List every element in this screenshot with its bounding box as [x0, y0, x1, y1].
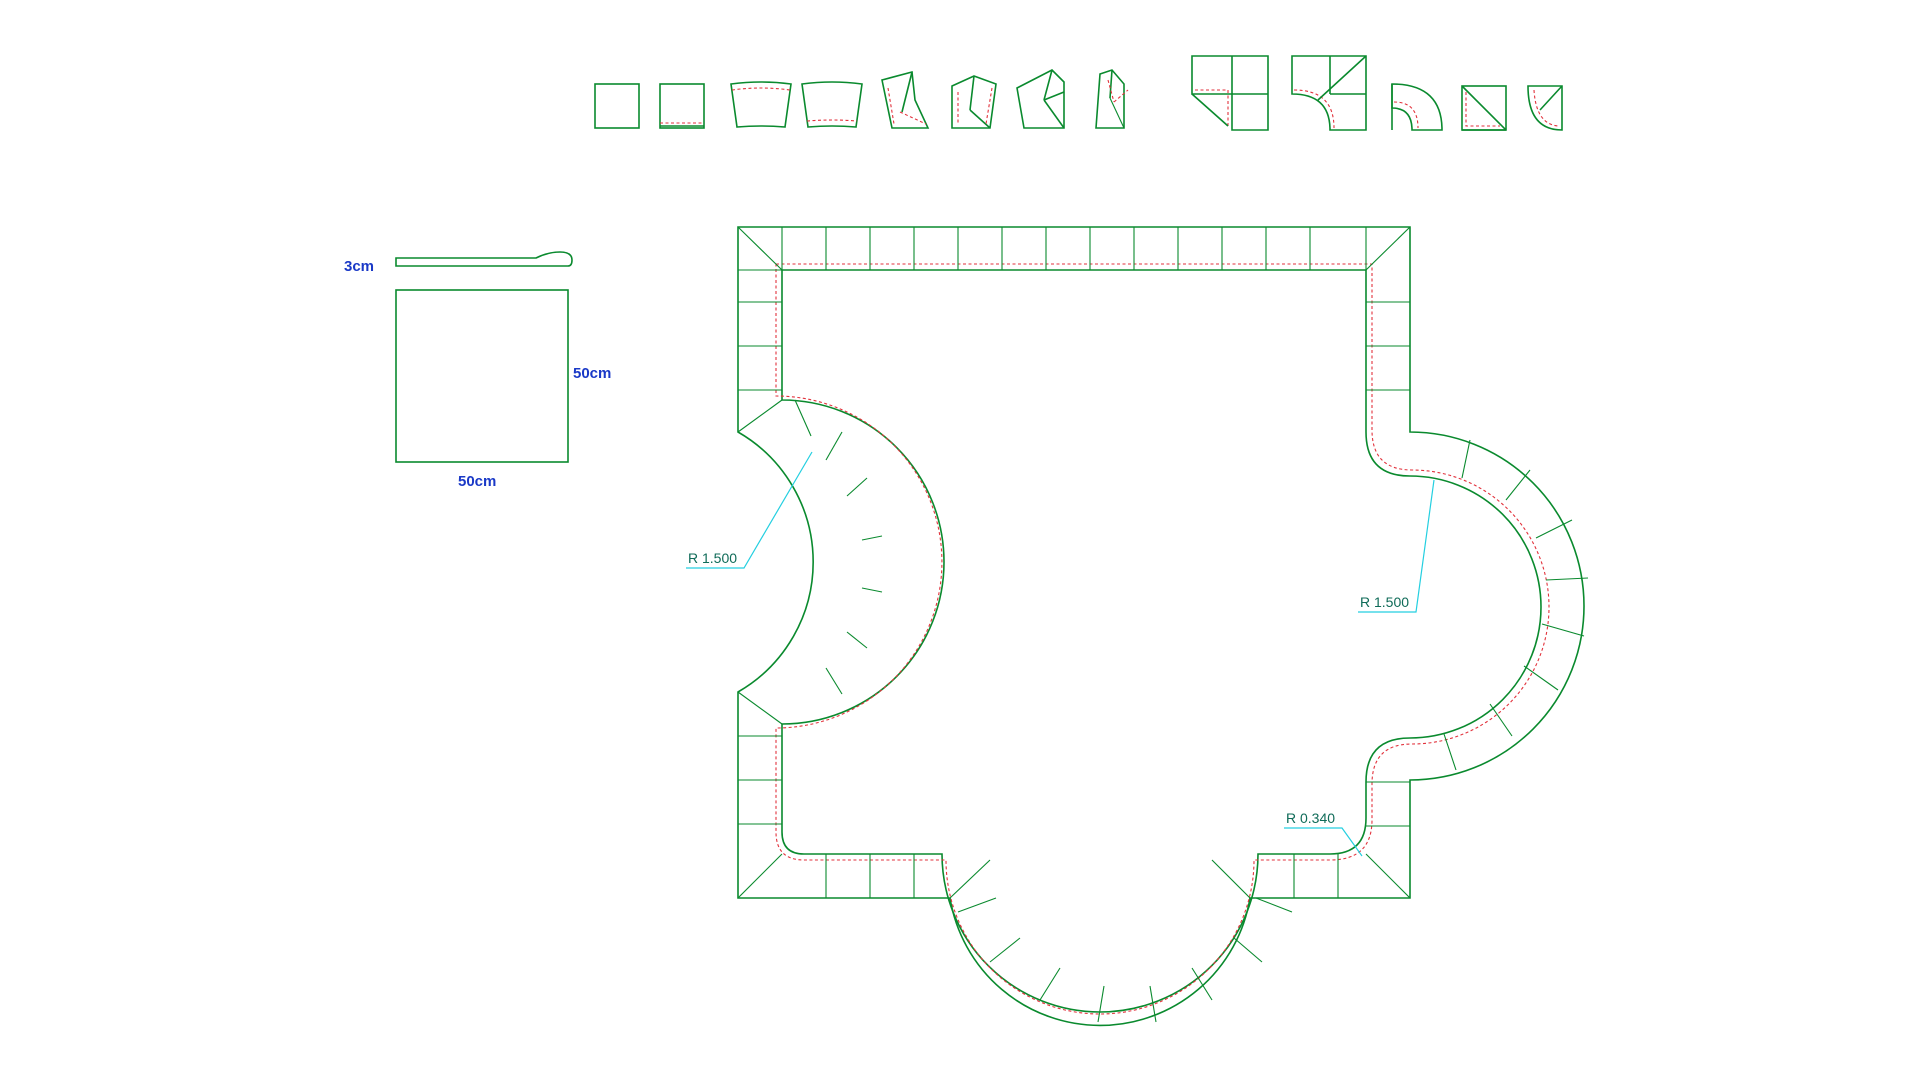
- piece-outer-corner-round: [1527, 85, 1563, 131]
- left-arc-leader: [686, 451, 813, 569]
- piece-square-tile: [594, 83, 640, 129]
- coping-line: [775, 263, 1550, 1015]
- pool-outer-outline: [737, 226, 1585, 1027]
- piece-catalog: [594, 55, 1563, 131]
- radius-annotations: R 1.500 R 1.500 R 0.340: [686, 451, 1435, 857]
- piece-curved-tile-concave: [801, 81, 863, 128]
- piece-edge-tile: [659, 83, 705, 129]
- tile-grid-bottom-arc: [957, 897, 1293, 1023]
- left-arc-radius-label: R 1.500: [688, 550, 737, 566]
- height-label: 50cm: [573, 365, 611, 382]
- right-arc-radius-label: R 1.500: [1360, 594, 1409, 610]
- corner-radius-label: R 0.340: [1286, 810, 1335, 826]
- right-arc-leader: [1358, 479, 1435, 613]
- piece-curved-tile-convex: [730, 81, 792, 128]
- tile-grid-left: [737, 269, 783, 899]
- pool-inner-outline: [781, 269, 1542, 1013]
- piece-quarter-round: [1391, 83, 1443, 131]
- piece-angled-corner-c: [1016, 69, 1065, 129]
- piece-angled-corner-d: [1095, 69, 1129, 129]
- tile-grid-bottom: [825, 854, 1339, 899]
- corner-leader: [1284, 827, 1363, 857]
- tile-profile: [395, 251, 573, 267]
- tile-square: [395, 289, 569, 463]
- piece-angled-corner-b: [951, 75, 997, 129]
- piece-inner-corner-round: [1291, 55, 1367, 131]
- pool-plan: [737, 226, 1589, 1027]
- piece-inner-corner-square: [1191, 55, 1269, 131]
- tile-grid-right: [1365, 301, 1411, 899]
- tile-grid-top: [737, 226, 1411, 271]
- tile-grid-left-arc: [794, 399, 883, 695]
- tile-grid-right-arc: [1443, 439, 1589, 771]
- piece-outer-corner-square: [1461, 85, 1507, 131]
- thickness-label: 3cm: [344, 258, 374, 275]
- width-label: 50cm: [458, 473, 496, 490]
- tile-dimension-detail: 3cm 50cm 50cm: [344, 251, 611, 490]
- piece-angled-corner-a: [881, 70, 930, 129]
